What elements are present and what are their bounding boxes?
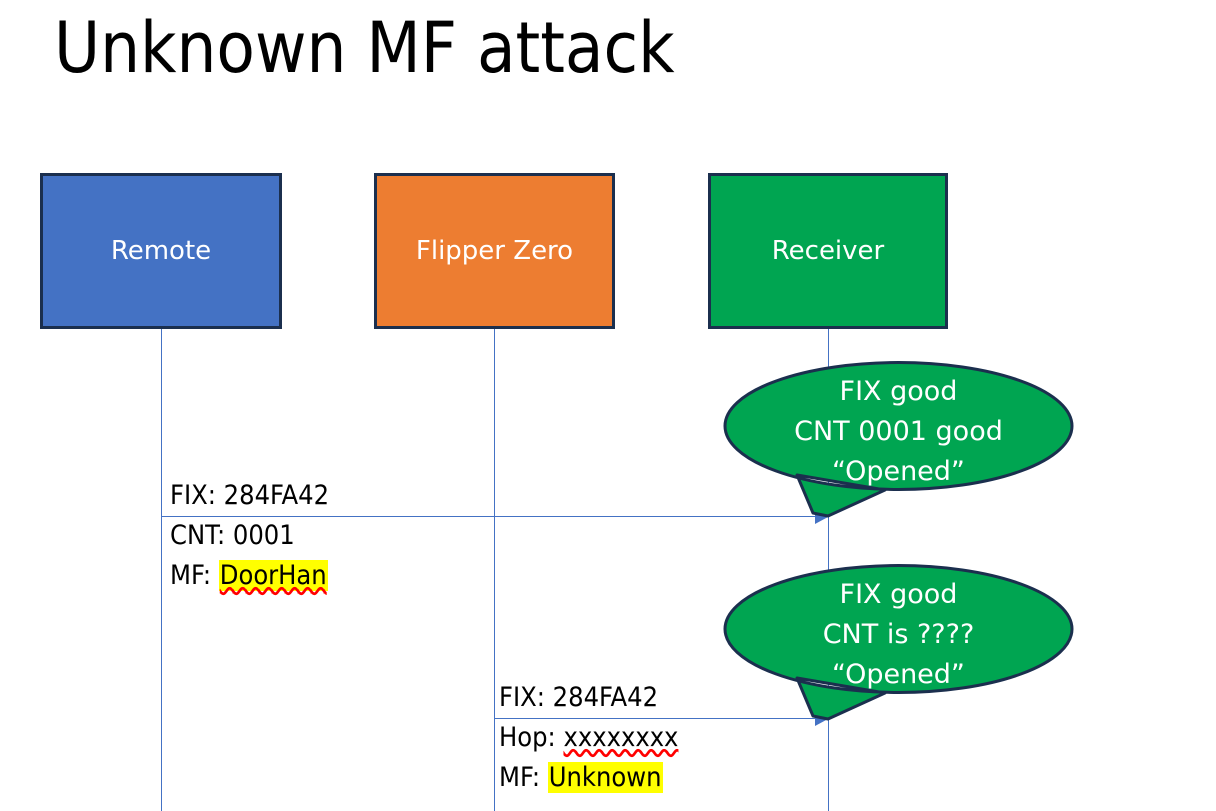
message-line-label: Hop: [499,722,564,753]
message-label-remote-to-receiver: FIX: 284FA42 CNT: 0001 MF: DoorHan [170,476,329,596]
message-line-label: FIX: [170,480,224,511]
message-arrow-flipper-to-receiver [495,718,822,719]
message-line-value: 0001 [232,520,295,551]
actor-box-receiver[interactable]: Receiver [708,173,948,329]
message-line-value: 284FA42 [223,480,330,511]
message-line-label: FIX: [499,682,553,713]
message-line-value-highlighted: DoorHan [218,560,328,591]
actor-label-flipper-zero: Flipper Zero [415,236,574,266]
lifeline-remote [161,329,162,811]
message-line-label: CNT: [170,520,233,551]
message-line: FIX: 284FA42 [499,678,678,718]
message-line-label: MF: [170,560,219,591]
message-line: MF: DoorHan [170,556,329,596]
message-line: MF: Unknown [499,758,678,798]
message-line: FIX: 284FA42 [170,476,329,516]
actor-label-receiver: Receiver [771,236,885,266]
message-label-flipper-to-receiver: FIX: 284FA42 Hop: xxxxxxxx MF: Unknown [499,678,678,798]
page-title: Unknown MF attack [54,7,675,89]
message-line: Hop: xxxxxxxx [499,718,678,758]
message-line: CNT: 0001 [170,516,329,556]
callout-bubble-second[interactable]: FIX good CNT is ???? “Opened” [723,564,1074,726]
actor-box-remote[interactable]: Remote [40,173,282,329]
message-line-value-squiggly: xxxxxxxx [563,722,679,753]
callout-bubble-first[interactable]: FIX good CNT 0001 good “Opened” [723,361,1074,523]
actor-label-remote: Remote [110,236,212,266]
message-line-value-highlighted: Unknown [547,762,663,793]
message-line-label: MF: [499,762,548,793]
message-line-value: 284FA42 [552,682,659,713]
message-arrow-remote-to-receiver [162,516,822,517]
lifeline-flipper-zero [494,329,495,811]
actor-box-flipper-zero[interactable]: Flipper Zero [374,173,615,329]
